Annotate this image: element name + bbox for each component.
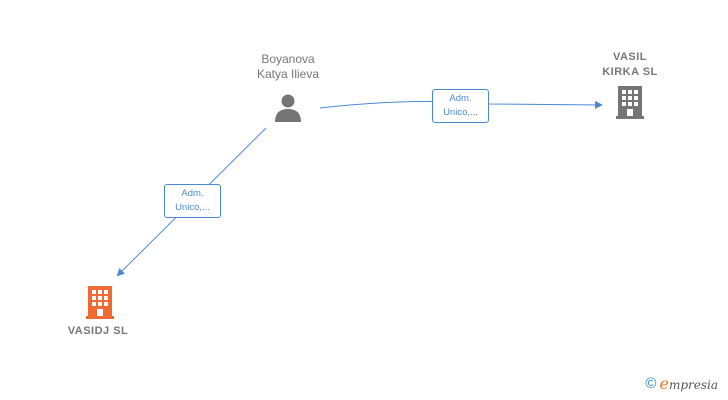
company-vasil-line1: VASIL xyxy=(612,51,648,63)
brand-initial: e xyxy=(659,374,669,393)
company-vasidj-label[interactable]: VASIDJ SL xyxy=(48,324,148,339)
building-icon[interactable] xyxy=(84,284,116,320)
person-name-line1: Boyanova xyxy=(261,52,315,66)
company-vasidj-line1: VASIDJ SL xyxy=(67,325,129,337)
relation-label-to-vasil[interactable]: Adm. Unico,... xyxy=(432,89,489,123)
relation-label-to-vasidj[interactable]: Adm. Unico,... xyxy=(164,184,221,218)
relation-label-line1: Adm. xyxy=(181,188,204,199)
building-icon[interactable] xyxy=(614,84,646,120)
relation-label-line2: Unico,... xyxy=(443,107,478,118)
empresia-logo: © empresia xyxy=(645,374,718,393)
brand-name: empresia xyxy=(659,374,718,393)
relation-label-line1: Adm. xyxy=(449,93,472,104)
company-vasil-kirka-label[interactable]: VASIL KIRKA SL xyxy=(580,50,680,80)
person-name-line2: Katya Ilieva xyxy=(256,67,320,81)
company-vasil-line2: KIRKA SL xyxy=(602,66,658,78)
person-name[interactable]: Boyanova Katya Ilieva xyxy=(238,52,338,82)
brand-name-rest: mpresia xyxy=(668,378,718,392)
copyright-icon: © xyxy=(645,375,657,392)
person-icon[interactable] xyxy=(273,92,303,122)
relation-label-line2: Unico,... xyxy=(175,202,210,213)
